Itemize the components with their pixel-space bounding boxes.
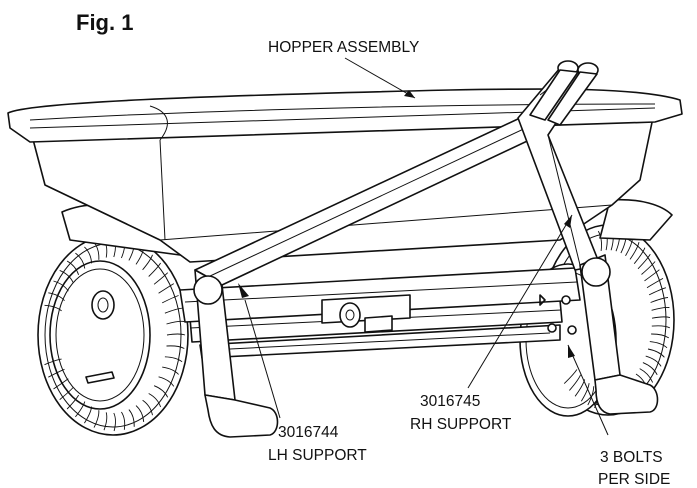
- tire-tread-mark: [84, 406, 93, 424]
- tire-tread-mark: [637, 253, 651, 270]
- tire-tread-mark: [646, 278, 664, 289]
- tire-tread-mark: [84, 246, 93, 264]
- rh-support-part-number: 3016745: [420, 393, 480, 410]
- tire-tread-mark: [158, 376, 175, 387]
- tire-tread-mark: [580, 383, 590, 402]
- tire-tread-mark: [153, 385, 169, 398]
- tire-tread-mark: [166, 345, 185, 349]
- tire-tread-mark: [66, 260, 80, 276]
- tire-tread-mark: [651, 325, 670, 329]
- tire-tread-mark: [135, 405, 145, 422]
- tire-tread-mark: [75, 252, 86, 269]
- lh-support-part-number: 3016744: [278, 424, 339, 441]
- tire-tread-mark: [142, 254, 153, 271]
- tire-tread-mark: [59, 269, 74, 283]
- tire-tread-mark: [641, 261, 656, 275]
- tire-tread-mark: [649, 341, 668, 349]
- tire-tread-mark: [569, 374, 582, 391]
- tire-tread-mark: [153, 272, 169, 285]
- tire-tread-mark: [166, 320, 185, 325]
- tire-tread-mark: [651, 316, 671, 319]
- tire-tread-mark: [639, 368, 654, 383]
- tire-tread-mark: [44, 358, 62, 366]
- tire-tread-mark: [648, 287, 667, 296]
- tire-tread-mark: [644, 269, 660, 282]
- tire-tread-mark: [651, 333, 670, 339]
- lh-support-label: LH SUPPORT: [268, 447, 367, 464]
- tire-tread-mark: [161, 295, 179, 304]
- rh-support: [517, 60, 659, 415]
- bolts-per-side-label: PER SIDE: [598, 471, 670, 488]
- tire-tread-mark: [148, 262, 161, 277]
- tire-tread-mark: [53, 280, 69, 292]
- leader-lines: [238, 57, 609, 436]
- tire-tread-mark: [121, 411, 126, 430]
- tire-tread-mark: [647, 348, 665, 358]
- bolts-count-label: 3 BOLTS: [600, 449, 663, 466]
- tire-tread-mark: [629, 241, 640, 260]
- tire-tread-mark: [59, 387, 74, 400]
- tire-tread-mark: [158, 283, 175, 294]
- tire-tread-mark: [633, 247, 646, 264]
- tire-tread-mark: [113, 412, 116, 432]
- figure-title: Fig. 1: [76, 10, 133, 35]
- tire-tread-mark: [642, 362, 658, 376]
- tire-tread-mark: [166, 333, 186, 336]
- tire-tread-mark: [563, 369, 578, 384]
- tire-tread-mark: [587, 386, 595, 406]
- tire-tread-mark: [142, 399, 153, 416]
- tire-tread-mark: [164, 307, 183, 314]
- tire-tread-mark: [48, 292, 65, 301]
- axle-assembly: [179, 267, 581, 359]
- left-wheel: [37, 234, 189, 436]
- tire-tread-mark: [103, 412, 108, 431]
- tire-tread-mark: [66, 394, 79, 410]
- tire-tread-mark: [44, 304, 62, 312]
- tire-tread-mark: [48, 368, 65, 378]
- tire-tread-mark: [164, 356, 183, 363]
- hopper-assembly-label: HOPPER ASSEMBLY: [268, 39, 419, 56]
- tire-tread-mark: [162, 366, 179, 375]
- tire-tread-mark: [651, 306, 670, 311]
- tire-tread-mark: [597, 230, 602, 251]
- tire-tread-mark: [128, 409, 135, 427]
- lh-support: [193, 117, 541, 438]
- tire-tread-mark: [645, 355, 662, 367]
- tire-tread-mark: [148, 393, 162, 408]
- tire-tread-mark: [93, 410, 100, 428]
- tire-tread-mark: [75, 401, 86, 418]
- tire-tread-mark: [53, 378, 69, 390]
- tire-tread-mark: [574, 379, 586, 397]
- rh-support-label: RH SUPPORT: [410, 416, 512, 433]
- tire-tread-mark: [650, 297, 669, 303]
